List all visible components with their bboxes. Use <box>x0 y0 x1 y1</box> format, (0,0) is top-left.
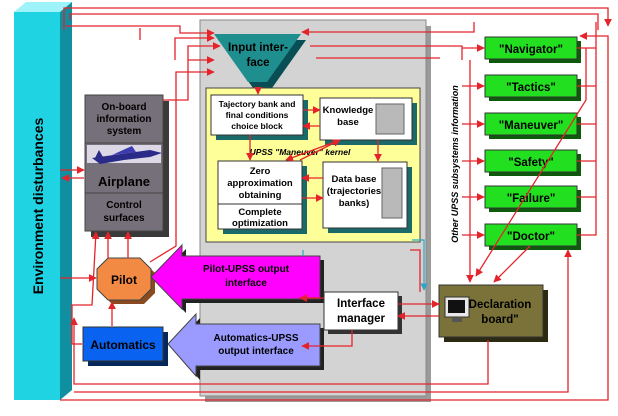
subsystem-maneuver: "Maneuver" <box>484 112 581 139</box>
declaration-line-1: Declaration <box>469 299 532 311</box>
data-base-line-1: Data base <box>332 174 377 185</box>
arrow-into-input-2 <box>174 34 215 60</box>
cyan-kernel-to-manager <box>412 239 428 291</box>
data-base-line-2: (trajectories <box>327 186 381 197</box>
control-surfaces-line-1: Control <box>106 200 142 211</box>
input-interface-line-1: Input inter- <box>228 42 288 54</box>
declaration-line-2: board" <box>481 314 518 326</box>
automatics-node: Automatics <box>82 326 168 366</box>
other-subsystems-label: Other UPSS subsystems information <box>450 85 460 243</box>
airplane-label: Airplane <box>98 174 150 189</box>
subsystem-failure: "Failure" <box>484 185 581 212</box>
monitor-icon <box>444 296 470 322</box>
interface-manager-line-1: Interface <box>337 298 385 310</box>
subsystem-doctor: "Doctor" <box>484 223 581 250</box>
pilot-output-interface: Pilot-UPSS output interface <box>150 243 324 313</box>
pilot-output-line-1: Pilot-UPSS output <box>203 264 290 275</box>
zero-approx-line-2: approximation <box>227 178 293 189</box>
complete-opt-line-1: Complete <box>238 207 281 218</box>
subsystem-navigator-label: "Navigator" <box>499 44 563 56</box>
subsystem-doctor-label: "Doctor" <box>507 231 555 243</box>
subsystem-safety-label: "Safety" <box>508 157 553 169</box>
automatics-output-line-2: output interface <box>218 346 294 357</box>
arrow-pilot-to-input <box>149 68 215 263</box>
airplane-block: On-board information system Airplane Con… <box>84 94 169 237</box>
environment-label: Environment disturbances <box>30 117 46 294</box>
input-interface-line-2: face <box>246 57 269 69</box>
subsystem-failure-label: "Failure" <box>507 193 556 205</box>
automatics-label: Automatics <box>90 338 156 352</box>
knowledge-line-2: base <box>337 117 359 128</box>
subsystem-navigator: "Navigator" <box>484 36 581 63</box>
arrow-navigator-to-declaration <box>475 48 587 277</box>
connection-arrows <box>60 7 612 401</box>
knowledge-line-1: Knowledge <box>323 105 374 116</box>
environment-disturbances-bar: Environment disturbances <box>14 2 72 400</box>
automatics-output-interface: Automatics-UPSS output interface <box>167 312 324 380</box>
maneuver-kernel: Tajectory bank and final conditions choi… <box>205 87 421 243</box>
subsystem-tactics-label: "Tactics" <box>506 82 556 94</box>
onboard-line-3: system <box>107 126 142 137</box>
input-interface: Input inter- face <box>214 34 306 88</box>
pilot-label: Pilot <box>111 273 137 287</box>
kernel-label: UPSS "Maneuver" kernel <box>250 147 351 157</box>
arrow-bottom-loop <box>60 32 609 401</box>
arrow-manager-to-automatics-interface <box>301 330 353 350</box>
declaration-board: Declaration board" <box>438 284 548 342</box>
arrow-subsystems-to-input <box>301 22 475 36</box>
subsystem-tactics: "Tactics" <box>484 74 581 101</box>
data-base-line-3: banks) <box>339 198 370 209</box>
onboard-line-1: On-board <box>102 102 147 113</box>
arrow-env-to-input <box>66 25 215 37</box>
arrow-doctor-to-declaration <box>493 245 531 283</box>
subsystem-safety: "Safety" <box>484 149 581 176</box>
control-surfaces-line-2: surfaces <box>103 213 145 224</box>
complete-opt-line-2: optimization <box>232 218 288 229</box>
cyan-connections <box>302 239 428 291</box>
trajectory-line-2: final conditions <box>226 110 289 120</box>
pilot-node: Pilot <box>96 257 155 304</box>
zero-approx-line-3: obtaining <box>239 190 282 201</box>
subsystem-maneuver-label: "Maneuver" <box>499 120 564 132</box>
arrow-declaration-down <box>70 317 489 385</box>
arrow-zero-to-knowledge <box>299 139 341 161</box>
arrow-input-right <box>310 45 463 60</box>
pilot-output-line-2: interface <box>225 278 267 289</box>
arrow-subsystems-bus <box>577 48 597 236</box>
zero-approx-line-1: Zero <box>250 166 271 177</box>
fighter-jet-icon <box>87 145 162 164</box>
interface-manager: Interface manager <box>323 291 402 334</box>
automatics-output-line-1: Automatics-UPSS <box>213 333 298 344</box>
arrow-bottom-to-doctor <box>74 249 572 393</box>
arrow-top-frame-1 <box>63 7 612 30</box>
onboard-line-2: information <box>97 114 152 125</box>
interface-manager-line-2: manager <box>337 313 385 325</box>
arrow-declaration-to-data <box>410 249 421 292</box>
trajectory-line-1: Tajectory bank and <box>219 99 296 109</box>
arrow-top-frame-2 <box>69 13 599 30</box>
trajectory-line-3: choice block <box>231 121 283 131</box>
arrow-knowledge-to-zero <box>285 139 341 162</box>
